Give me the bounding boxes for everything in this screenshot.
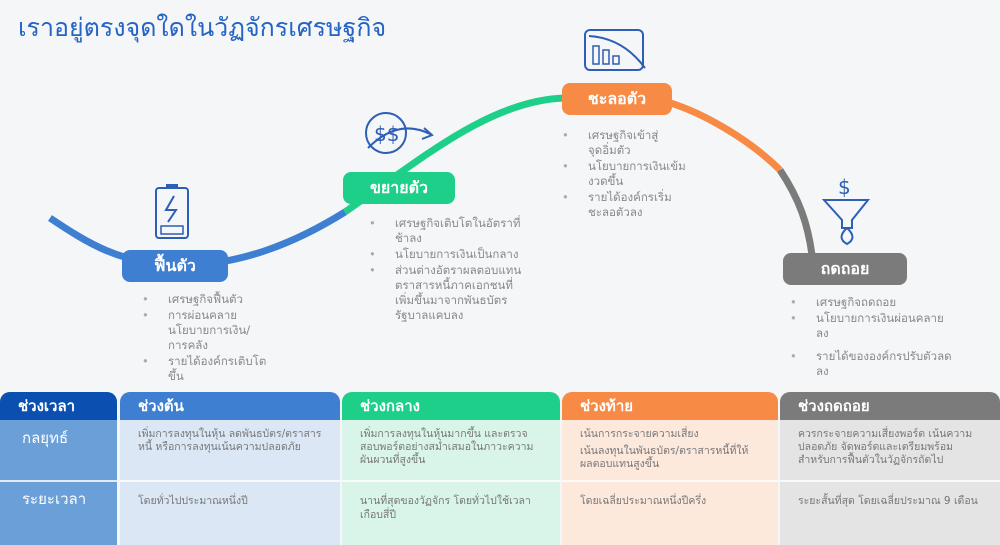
page-title: เราอยู่ตรงจุดใดในวัฏจักรเศรษฐกิจ xyxy=(18,13,387,42)
bullet-item: การผ่อนคลายนโยบายการเงิน/การคลัง xyxy=(138,308,268,353)
strategy-cell: เน้นการกระจายความเสี่ยงเน้นลงทุนในพันธบั… xyxy=(562,420,778,482)
strategy-cell: ควรกระจายความเสี่ยงพอร์ต เน้นความปลอดภัย… xyxy=(780,420,1000,482)
expansion-bullets: เศรษฐกิจเติบโตในอัตราที่ช้าลง นโยบายการเ… xyxy=(365,216,525,324)
bullet-item: เศรษฐกิจถดถอย xyxy=(786,295,956,310)
chart-decline-icon xyxy=(584,29,646,71)
phase-expansion-label: ขยายตัว xyxy=(343,172,455,204)
duration-cell: นานที่สุดของวัฏจักร โดยทั่วไปใช้เวลาเกือ… xyxy=(360,495,531,521)
column-header: ช่วงต้น xyxy=(120,392,340,420)
column-header: ช่วงท้าย xyxy=(562,392,778,420)
bullet-item: เศรษฐกิจฟื้นตัว xyxy=(138,292,268,307)
column-late: ช่วงท้าย เน้นการกระจายความเสี่ยงเน้นลงทุ… xyxy=(562,392,778,545)
duration-cell: โดยเฉลี่ยประมาณหนึ่งปีครึ่ง xyxy=(580,495,707,507)
phase-recession-label: ถดถอย xyxy=(783,253,907,285)
phase-slowdown-label: ชะลอตัว xyxy=(562,83,672,115)
svg-text:$: $ xyxy=(838,175,851,199)
strategy-text: เน้นลงทุนในพันธบัตร/ตราสารหนี้ที่ให้ผลตอ… xyxy=(580,445,749,470)
strategy-text: เพิ่มการลงทุนในหุ้นมากขึ้น และตรวจสอบพอร… xyxy=(360,428,534,466)
strategy-cell: เพิ่มการลงทุนในหุ้นมากขึ้น และตรวจสอบพอร… xyxy=(342,420,560,482)
slowdown-bullets: เศรษฐกิจเข้าสู่จุดอิ่มตัว นโยบายการเงินเ… xyxy=(558,128,698,221)
phase-recovery-label: ฟื้นตัว xyxy=(122,250,228,282)
column-recession: ช่วงถดถอย ควรกระจายความเสี่ยงพอร์ต เน้นค… xyxy=(780,392,1000,545)
bullet-item: รายได้องค์กรเริ่มชะลอตัวลง xyxy=(558,190,698,220)
strategy-cell: เพิ่มการลงทุนในหุ้น ลดพันธบัตร/ตราสารหนี… xyxy=(120,420,340,482)
bullet-item: รายได้ขององค์กรปรับตัวลดลง xyxy=(786,349,956,379)
header-period: ช่วงเวลา xyxy=(0,392,117,420)
column-early: ช่วงต้น เพิ่มการลงทุนในหุ้น ลดพันธบัตร/ต… xyxy=(120,392,340,545)
strategy-text: เน้นการกระจายความเสี่ยง xyxy=(580,428,699,440)
bullet-item: ส่วนต่างอัตราผลตอบแทนตราสารหนี้ภาคเอกชนท… xyxy=(365,263,525,323)
bullet-item: เศรษฐกิจเติบโตในอัตราที่ช้าลง xyxy=(365,216,525,246)
bullet-item: นโยบายการเงินเข้มงวดขึ้น xyxy=(558,159,698,189)
label-strategy: กลยุทธ์ xyxy=(0,420,117,482)
label-duration: ระยะเวลา xyxy=(22,490,87,508)
bullet-item: นโยบายการเงินผ่อนคลายลง xyxy=(786,311,956,341)
money-funnel-icon: $ xyxy=(822,175,871,246)
duration-cell: โดยทั่วไปประมาณหนึ่งปี xyxy=(138,495,248,507)
battery-charging-icon xyxy=(155,184,189,239)
column-mid: ช่วงกลาง เพิ่มการลงทุนในหุ้นมากขึ้น และต… xyxy=(342,392,560,545)
curve-slowdown xyxy=(659,96,783,173)
recovery-bullets: เศรษฐกิจฟื้นตัว การผ่อนคลายนโยบายการเงิน… xyxy=(138,292,268,385)
column-header: ช่วงถดถอย xyxy=(780,392,1000,420)
bullet-item: นโยบายการเงินเป็นกลาง xyxy=(365,247,525,262)
bullet-item: รายได้องค์กรเติบโตขึ้น xyxy=(138,354,268,384)
row-labels-column: ช่วงเวลา กลยุทธ์ ระยะเวลา xyxy=(0,392,117,545)
recession-bullets: เศรษฐกิจถดถอย นโยบายการเงินผ่อนคลายลง รา… xyxy=(786,295,956,380)
strategy-text: ควรกระจายความเสี่ยงพอร์ต เน้นความปลอดภัย… xyxy=(798,428,973,466)
strategy-text: เพิ่มการลงทุนในหุ้น ลดพันธบัตร/ตราสารหนี… xyxy=(138,428,322,453)
duration-cell: ระยะสั้นที่สุด โดยเฉลี่ยประมาณ 9 เดือน xyxy=(798,495,978,507)
money-growth-icon: $$ xyxy=(365,112,434,154)
column-header: ช่วงกลาง xyxy=(342,392,560,420)
bullet-item: เศรษฐกิจเข้าสู่จุดอิ่มตัว xyxy=(558,128,698,158)
curve-recession xyxy=(777,168,816,256)
